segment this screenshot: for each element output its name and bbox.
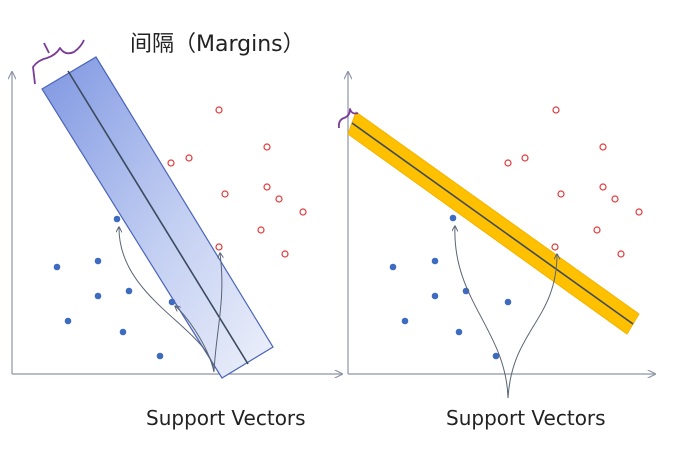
red-point <box>521 154 529 162</box>
blue-point <box>94 292 102 300</box>
decision-boundary-right <box>351 122 634 325</box>
red-point <box>263 183 271 191</box>
red-point <box>185 154 193 162</box>
red-point <box>599 183 607 191</box>
blue-point <box>119 328 127 336</box>
figure-title: 间隔（Margins） <box>130 32 305 57</box>
blue-point <box>53 263 61 271</box>
red-point <box>215 106 223 114</box>
red-point <box>504 159 512 167</box>
blue-point <box>492 352 500 360</box>
blue-points-left <box>53 215 176 360</box>
blue-point <box>113 215 121 223</box>
red-point <box>215 243 223 251</box>
red-point <box>221 190 229 198</box>
red-point <box>557 190 565 198</box>
red-point <box>257 226 265 234</box>
red-point <box>552 106 560 114</box>
support-vectors-caption-right: Support Vectors <box>446 406 606 430</box>
blue-point <box>389 263 397 271</box>
red-point <box>599 143 607 151</box>
blue-point <box>125 287 133 295</box>
decision-boundary-left <box>67 70 249 365</box>
blue-point <box>64 317 72 325</box>
blue-point <box>449 214 457 222</box>
red-point <box>263 143 271 151</box>
margin-brace-tick-left <box>43 42 50 54</box>
blue-point <box>431 257 439 265</box>
red-point <box>275 195 283 203</box>
blue-point <box>455 328 463 336</box>
red-point <box>299 208 307 216</box>
margin-brace-right <box>337 108 359 129</box>
margin-brace-left <box>32 39 85 85</box>
red-point <box>611 195 619 203</box>
red-point <box>167 159 175 167</box>
arrow-to-sv-1 <box>455 226 509 399</box>
support-vector-arrows-right <box>455 226 557 399</box>
arrow-to-sv-3 <box>213 253 222 373</box>
support-vectors-caption-left: Support Vectors <box>146 406 306 430</box>
red-point <box>593 226 601 234</box>
blue-points-right <box>389 214 512 360</box>
red-points-right <box>504 106 643 258</box>
panel-wide-margin <box>12 39 342 379</box>
blue-point <box>94 257 102 265</box>
red-points-left <box>167 106 307 258</box>
blue-point <box>431 292 439 300</box>
red-point <box>617 250 625 258</box>
arrow-to-sv-2 <box>175 306 215 373</box>
blue-point <box>401 317 409 325</box>
support-vector-arrows-left <box>119 227 222 373</box>
arrow-to-sv-2 <box>507 254 557 399</box>
panel-narrow-margin <box>337 72 655 399</box>
blue-point <box>156 352 164 360</box>
red-point <box>551 243 559 251</box>
red-point <box>635 208 643 216</box>
blue-point <box>504 298 512 306</box>
narrow-margin-band <box>347 111 640 335</box>
red-point <box>281 250 289 258</box>
blue-point <box>168 298 176 306</box>
